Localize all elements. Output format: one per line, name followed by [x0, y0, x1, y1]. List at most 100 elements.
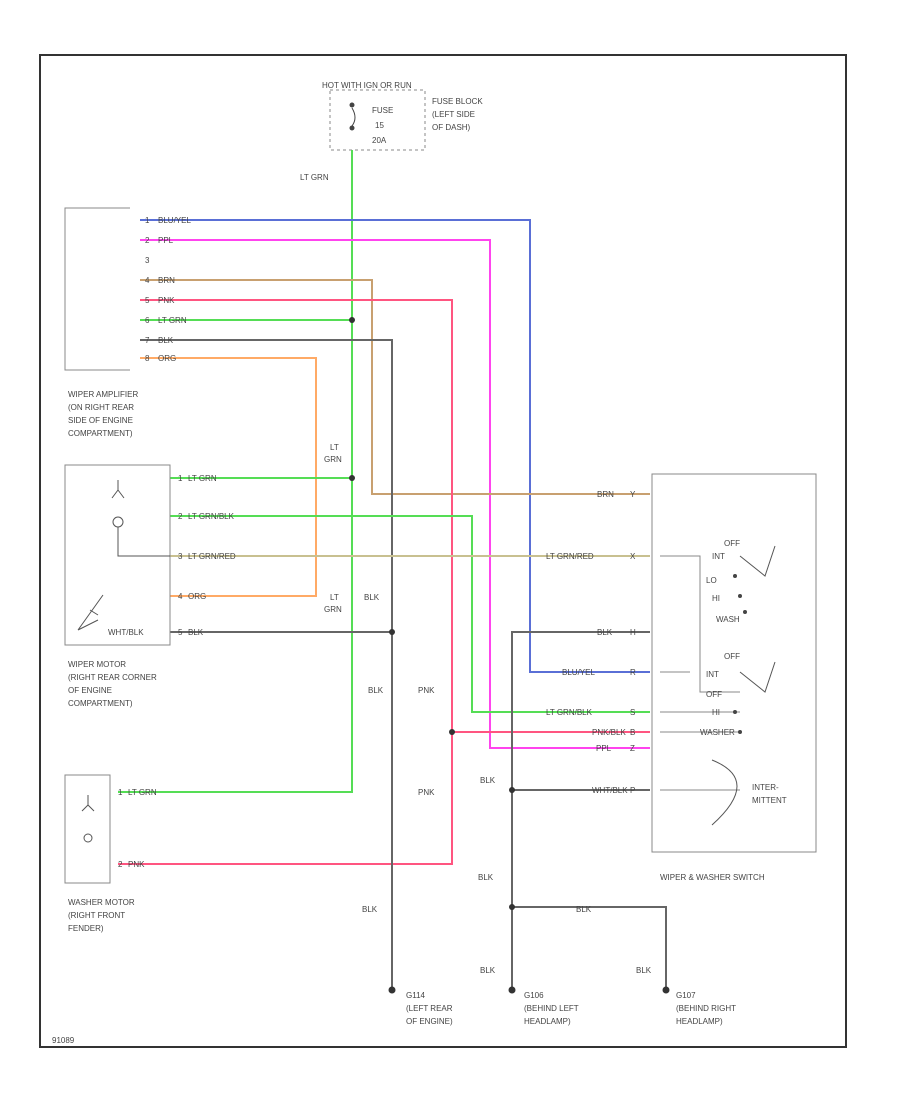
label-blk-3: BLK — [597, 628, 613, 637]
fuse-block-label-1: FUSE BLOCK — [432, 97, 483, 106]
label-pnk-1: PNK — [418, 686, 435, 695]
fuse-block-label-3: OF DASH) — [432, 123, 471, 132]
switch-pin-x: X — [630, 552, 636, 561]
washer-pin-1: 1 — [118, 788, 123, 797]
label-brn: BRN — [597, 490, 614, 499]
washer-label-3: FENDER) — [68, 924, 104, 933]
label-ppl: PPL — [596, 744, 612, 753]
amp-wire-pnk: PNK — [158, 296, 175, 305]
label-blk-5: BLK — [478, 873, 494, 882]
g107-label-1: (BEHIND RIGHT — [676, 1004, 736, 1013]
motor-pin-4: 4 — [178, 592, 183, 601]
label-lt-grn-blk: LT GRN/BLK — [546, 708, 593, 717]
label-blk-6: BLK — [576, 905, 592, 914]
motor-wire-lt-grn-blk: LT GRN/BLK — [188, 512, 235, 521]
wire-blk-ground — [140, 339, 393, 990]
ground-labels: G114 (LEFT REAR OF ENGINE) G106 (BEHIND … — [406, 991, 736, 1026]
label-blk-4: BLK — [480, 776, 496, 785]
fuse-block-label-2: (LEFT SIDE — [432, 110, 475, 119]
switch-washer-label: WASHER — [700, 728, 735, 737]
amp-pin-3: 3 — [145, 256, 150, 265]
switch-pin-z: Z — [630, 744, 635, 753]
g114-label-2: OF ENGINE) — [406, 1017, 453, 1026]
switch-title: WIPER & WASHER SWITCH — [660, 873, 765, 882]
g107-label-2: HEADLAMP) — [676, 1017, 723, 1026]
label-blk-1: BLK — [364, 593, 380, 602]
washer-wire-pnk: PNK — [128, 860, 145, 869]
switch-int-label: INT — [712, 552, 725, 561]
switch-hi-label: HI — [712, 594, 720, 603]
switch-off3-label: OFF — [706, 690, 722, 699]
amp-wire-blu-yel: BLU/YEL — [158, 216, 191, 225]
motor-label-2: (RIGHT REAR CORNER — [68, 673, 157, 682]
label-grn-1: GRN — [324, 455, 342, 464]
g106-label-1: (BEHIND LEFT — [524, 1004, 579, 1013]
amp-label-2: (ON RIGHT REAR — [68, 403, 134, 412]
switch-pin-b: B — [630, 728, 635, 737]
figure-number: 91089 — [52, 1036, 75, 1045]
wires — [118, 150, 667, 990]
washer-motor: 1 LT GRN 2 PNK WASHER MOTOR (RIGHT FRONT… — [64, 774, 157, 933]
switch-pin-p: P — [630, 786, 635, 795]
switch-wash-label: WASH — [716, 615, 740, 624]
label-lt-grn-red: LT GRN/RED — [546, 552, 594, 561]
wire-lt-grn-blk — [170, 515, 650, 713]
label-wht-blk: WHT/BLK — [592, 786, 628, 795]
g106-id: G106 — [524, 991, 544, 1000]
amp-pin-1: 1 — [145, 216, 150, 225]
motor-label-3: OF ENGINE — [68, 686, 112, 695]
amp-wire-lt-grn: LT GRN — [158, 316, 187, 325]
wire-blk-g107 — [512, 906, 667, 990]
switch-off-label: OFF — [724, 539, 740, 548]
switch-pin-h: H — [630, 628, 636, 637]
motor-wire-org: ORG — [188, 592, 206, 601]
washer-label-2: (RIGHT FRONT — [68, 911, 125, 920]
g107-id: G107 — [676, 991, 696, 1000]
label-blk-2: BLK — [368, 686, 384, 695]
splices — [349, 317, 515, 910]
wire-blk-switch — [511, 631, 650, 990]
amp-wire-brn: BRN — [158, 276, 175, 285]
switch-pin-r: R — [630, 668, 636, 677]
washer-label-1: WASHER MOTOR — [68, 898, 135, 907]
switch-lo-label: LO — [706, 576, 717, 585]
amp-wire-org: ORG — [158, 354, 176, 363]
amp-wire-blk: BLK — [158, 336, 174, 345]
switch-int2-label: INT — [706, 670, 719, 679]
label-pnk-2: PNK — [418, 788, 435, 797]
amp-pin-8: 8 — [145, 354, 150, 363]
ground-terminals — [388, 986, 670, 994]
label-lt-1: LT — [330, 443, 339, 452]
motor-wire-lt-grn: LT GRN — [188, 474, 217, 483]
fuse-block: HOT WITH IGN OR RUN FUSE 15 20A FUSE BLO… — [322, 81, 483, 151]
switch-intermittent-2: MITTENT — [752, 796, 787, 805]
wire-labels: LT GRN LT GRN LT GRN BLK BLK PNK PNK BRN… — [300, 173, 652, 975]
label-lt-grn-top: LT GRN — [300, 173, 329, 182]
label-blu-yel: BLU/YEL — [562, 668, 595, 677]
amp-label-1: WIPER AMPLIFIER — [68, 390, 138, 399]
switch-pin-s: S — [630, 708, 635, 717]
label-pnk-blk: PNK/BLK — [592, 728, 626, 737]
motor-wire-wht-blk: WHT/BLK — [108, 628, 144, 637]
motor-pin-2: 2 — [178, 512, 183, 521]
label-grn-2: GRN — [324, 605, 342, 614]
wiper-amplifier: 1 2 3 4 5 6 7 8 BLU/YEL PPL BRN PNK LT G… — [64, 207, 191, 438]
motor-pin-3: 3 — [178, 552, 183, 561]
hot-label: HOT WITH IGN OR RUN — [322, 81, 412, 90]
g106-label-2: HEADLAMP) — [524, 1017, 571, 1026]
label-blk-8: BLK — [480, 966, 496, 975]
label-blk-7: BLK — [362, 905, 378, 914]
motor-wire-blk: BLK — [188, 628, 204, 637]
switch-off2-label: OFF — [724, 652, 740, 661]
amp-wire-ppl: PPL — [158, 236, 174, 245]
wire-pnk — [118, 299, 453, 865]
motor-pin-1: 1 — [178, 474, 183, 483]
amp-pin-2: 2 — [145, 236, 150, 245]
switch-intermittent-1: INTER- — [752, 783, 779, 792]
switch-pin-y: Y — [630, 490, 636, 499]
amp-pin-6: 6 — [145, 316, 150, 325]
amp-pin-7: 7 — [145, 336, 150, 345]
label-lt-2: LT — [330, 593, 339, 602]
wiper-motor: 1 LT GRN 2 LT GRN/BLK 3 LT GRN/RED 4 ORG… — [64, 464, 236, 708]
